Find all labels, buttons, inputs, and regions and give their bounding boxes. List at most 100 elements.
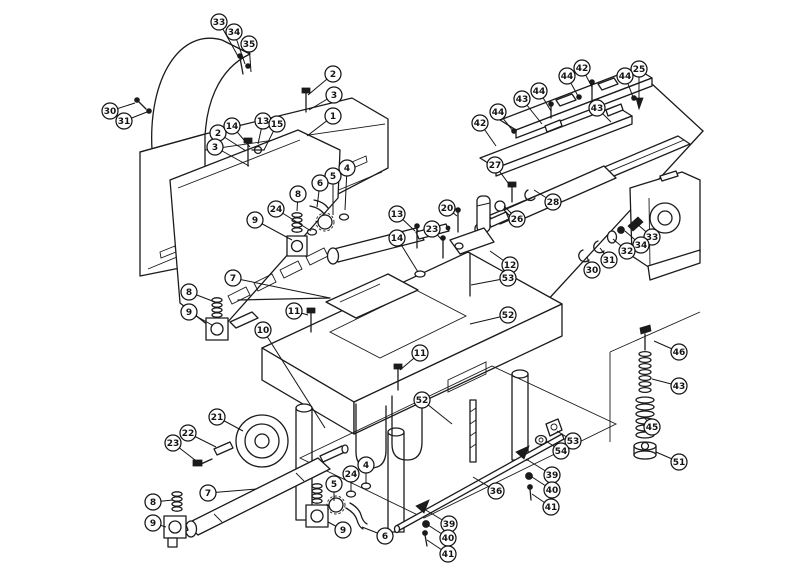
- svg-text:28: 28: [547, 198, 560, 208]
- svg-text:23: 23: [426, 225, 439, 235]
- part-callout-28: 28: [533, 189, 562, 211]
- svg-text:20: 20: [441, 204, 454, 214]
- crank-handle: [414, 195, 495, 297]
- svg-text:9: 9: [340, 526, 346, 536]
- svg-text:40: 40: [442, 534, 455, 544]
- svg-text:12: 12: [504, 261, 517, 271]
- part-callout-34: 34: [225, 23, 246, 65]
- svg-text:21: 21: [211, 413, 224, 423]
- part-callout-33: 33: [210, 13, 240, 59]
- part-callout-39: 39: [423, 508, 458, 533]
- svg-text:8: 8: [186, 288, 192, 298]
- height-adjust-column: [633, 324, 657, 460]
- part-callout-43: 43: [651, 377, 688, 395]
- part-callout-54: 54: [545, 440, 570, 460]
- part-callout-21: 21: [208, 408, 244, 432]
- part-callout-20: 20: [438, 199, 458, 217]
- svg-text:52: 52: [416, 396, 429, 406]
- part-callout-23: 23: [164, 434, 196, 461]
- svg-text:14: 14: [226, 122, 239, 132]
- part-callout-9: 9: [180, 303, 213, 326]
- svg-text:35: 35: [243, 40, 256, 50]
- svg-text:44: 44: [561, 72, 574, 82]
- part-callout-3: 3: [308, 86, 343, 111]
- svg-text:52: 52: [502, 311, 515, 321]
- part-callout-53: 53: [470, 269, 517, 287]
- svg-text:8: 8: [150, 498, 156, 508]
- svg-text:7: 7: [230, 274, 236, 284]
- svg-text:2: 2: [215, 129, 221, 139]
- svg-text:32: 32: [621, 247, 634, 257]
- svg-text:13: 13: [257, 117, 270, 127]
- part-callout-14: 14: [388, 229, 419, 273]
- svg-text:4: 4: [363, 461, 369, 471]
- part-callout-6: 6: [361, 526, 394, 545]
- svg-text:9: 9: [186, 308, 192, 318]
- svg-text:3: 3: [331, 91, 337, 101]
- svg-text:9: 9: [252, 216, 258, 226]
- part-callout-2: 2: [307, 65, 342, 96]
- part-callout-7: 7: [224, 269, 331, 299]
- part-callout-11: 11: [399, 344, 429, 371]
- svg-text:25: 25: [633, 65, 646, 75]
- lower-drive-assembly: [163, 395, 423, 548]
- svg-text:45: 45: [646, 423, 659, 433]
- part-callout-35: 35: [240, 35, 258, 73]
- part-callout-41: 41: [531, 493, 560, 516]
- svg-text:10: 10: [257, 326, 270, 336]
- part-callout-44: 44: [489, 103, 514, 132]
- part-callout-40: 40: [427, 524, 457, 547]
- svg-text:39: 39: [443, 520, 456, 530]
- svg-text:53: 53: [567, 437, 580, 447]
- svg-text:6: 6: [382, 532, 388, 542]
- part-callout-32: 32: [612, 238, 636, 260]
- svg-text:5: 5: [331, 480, 337, 490]
- svg-text:44: 44: [619, 72, 632, 82]
- svg-text:11: 11: [414, 349, 427, 359]
- svg-text:6: 6: [317, 179, 323, 189]
- svg-text:34: 34: [228, 28, 241, 38]
- svg-text:34: 34: [635, 241, 648, 251]
- svg-text:30: 30: [104, 107, 117, 117]
- part-callout-8: 8: [289, 185, 307, 212]
- svg-text:2: 2: [330, 70, 336, 80]
- part-callout-4: 4: [338, 159, 356, 211]
- part-callout-51: 51: [655, 451, 688, 471]
- part-callout-12: 12: [489, 250, 519, 274]
- svg-text:7: 7: [205, 489, 211, 499]
- svg-text:36: 36: [490, 487, 503, 497]
- svg-text:46: 46: [673, 348, 686, 358]
- part-callout-3: 3: [206, 138, 250, 167]
- svg-text:31: 31: [603, 256, 616, 266]
- svg-text:4: 4: [344, 164, 350, 174]
- svg-text:33: 33: [646, 233, 659, 243]
- part-callout-43: 43: [588, 99, 612, 123]
- svg-text:13: 13: [391, 210, 404, 220]
- part-callout-31: 31: [599, 247, 618, 269]
- svg-text:9: 9: [150, 519, 156, 529]
- svg-text:39: 39: [546, 471, 559, 481]
- part-callout-25: 25: [630, 60, 648, 101]
- part-callout-9: 9: [327, 521, 352, 539]
- part-callout-39: 39: [525, 458, 561, 484]
- svg-text:41: 41: [442, 550, 455, 560]
- svg-text:30: 30: [586, 266, 599, 276]
- svg-text:53: 53: [502, 274, 515, 284]
- svg-text:54: 54: [555, 447, 568, 457]
- svg-text:8: 8: [295, 190, 301, 200]
- svg-text:24: 24: [270, 205, 283, 215]
- part-callout-31: 31: [115, 111, 148, 130]
- part-callout-4: 4: [357, 456, 375, 484]
- part-callout-1: 1: [306, 107, 342, 137]
- svg-text:14: 14: [391, 234, 404, 244]
- svg-text:51: 51: [673, 458, 686, 468]
- part-callout-24: 24: [267, 200, 312, 232]
- svg-text:44: 44: [492, 108, 505, 118]
- part-callout-42: 42: [573, 59, 593, 88]
- part-callout-42: 42: [471, 114, 497, 147]
- svg-text:3: 3: [212, 143, 218, 153]
- svg-text:22: 22: [182, 429, 195, 439]
- part-callout-5: 5: [325, 475, 343, 501]
- part-callout-52: 52: [469, 306, 517, 325]
